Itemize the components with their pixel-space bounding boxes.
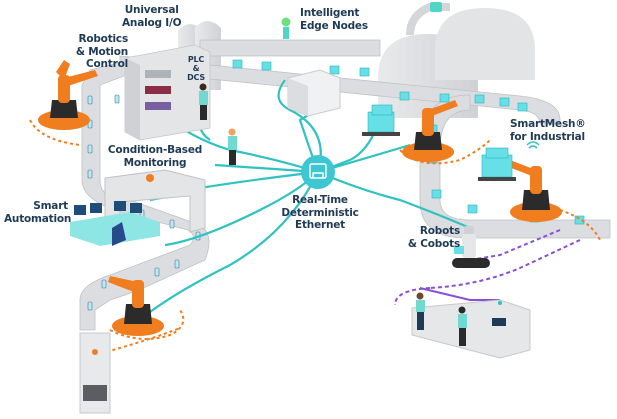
pallet-boxes-center <box>362 104 400 136</box>
wireless-icon <box>498 301 502 305</box>
edge-server-box <box>287 69 341 117</box>
worker-packer-female <box>416 292 425 330</box>
label-smart-automation: Smart Automation <box>4 200 72 225</box>
label-intelligent-edge-nodes: Intelligent Edge Nodes <box>300 7 368 32</box>
plc-dcs-cabinet <box>124 44 211 141</box>
bottles <box>87 94 201 311</box>
robot-arm-right <box>506 160 562 222</box>
robot-reach-paths <box>29 119 601 356</box>
ethernet-network-lines <box>149 79 471 313</box>
exit-gate <box>79 332 111 414</box>
edge-node-sensor <box>281 17 291 39</box>
agv-cobot <box>452 226 490 268</box>
ethernet-hub <box>301 155 335 189</box>
packaging-workstation <box>411 299 531 359</box>
control-desk <box>70 201 160 246</box>
label-smartmesh: SmartMesh® for Industrial <box>510 118 586 143</box>
worker-plc <box>199 83 208 120</box>
robot-arm-center <box>402 100 458 162</box>
worker-packer-male <box>458 306 467 346</box>
pallet-boxes-right <box>478 147 516 181</box>
workers <box>199 83 467 346</box>
ethernet-port-icon <box>309 163 327 179</box>
edge-node-sensor-pipe <box>430 2 442 12</box>
beacon-light-icon <box>146 174 154 182</box>
label-plc-dcs: PLC & DCS <box>187 55 205 82</box>
office-chair <box>112 222 126 246</box>
wireless-icon-smartmesh <box>526 141 540 149</box>
worker-tablet <box>228 128 237 165</box>
label-condition-based-monitoring: Condition-Based Monitoring <box>107 144 203 169</box>
robot-arm-top-left <box>38 60 98 130</box>
label-robotics-motion-control: Robotics & Motion Control <box>75 33 128 70</box>
label-real-time-ethernet: Real-Time Deterministic Ethernet <box>281 194 359 231</box>
label-robots-cobots: Robots & Cobots <box>407 225 460 250</box>
label-universal-analog-io: Universal Analog I/O <box>122 4 182 29</box>
robot-arm-bottom-left <box>108 276 164 336</box>
